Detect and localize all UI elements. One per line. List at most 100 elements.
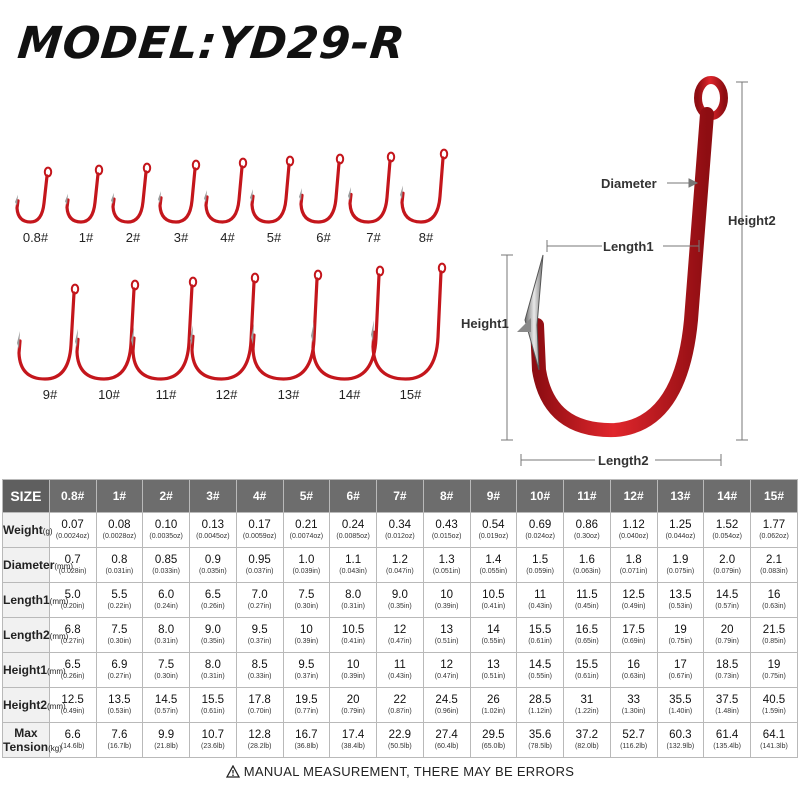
hook-icon	[158, 159, 201, 224]
spec-cell-value: 21.5	[762, 624, 786, 636]
spec-cell-value: 19	[767, 659, 781, 671]
spec-cell-imperial: (0.071in)	[619, 568, 648, 575]
spec-cell-imperial: (0.30in)	[154, 673, 178, 680]
spec-cell: 1.52(0.054oz)	[703, 512, 751, 548]
spec-cell: 16(0.63in)	[750, 582, 798, 618]
spec-cell-value: 0.17	[248, 519, 271, 531]
hook-size-label: 9#	[42, 387, 58, 402]
spec-cell-imperial: (0.037in)	[245, 568, 274, 575]
spec-cell-imperial: (0.57in)	[715, 603, 739, 610]
spec-cell-imperial: (0.70in)	[247, 708, 272, 715]
spec-cell: 14.5(0.57in)	[142, 687, 190, 723]
spec-cell: 1.1(0.043in)	[329, 547, 377, 583]
hook-icon	[65, 164, 104, 224]
spec-cell-imperial: (0.047in)	[386, 568, 414, 575]
spec-cell: 10(0.39in)	[329, 652, 377, 688]
size-column-header: 5#	[282, 479, 331, 513]
hook-diagram-graphic	[501, 76, 748, 466]
spec-cell-imperial: (1.48in)	[715, 708, 739, 715]
hook-size-label: 8#	[418, 229, 434, 245]
spec-cell: 7.0(0.27in)	[235, 582, 284, 618]
size-column-header: 3#	[189, 479, 237, 513]
hook-icon	[75, 279, 140, 381]
hook-size-label: 11#	[155, 387, 177, 402]
spec-cell-value: 37.5	[715, 694, 739, 706]
spec-cell-imperial: (0.61in)	[201, 708, 225, 715]
spec-cell-value: 10	[440, 589, 454, 601]
spec-cell-imperial: (0.30oz)	[574, 533, 600, 540]
spec-cell: 60.3(132.9lb)	[656, 722, 705, 758]
spec-cell: 14(0.55in)	[469, 617, 518, 653]
hook-icon	[400, 148, 449, 224]
height1-label: Height1	[461, 316, 509, 331]
spec-cell-imperial: (0.67in)	[668, 673, 693, 680]
spec-cell: 31(1.22in)	[563, 687, 611, 723]
spec-cell-imperial: (0.47in)	[434, 673, 459, 680]
spec-row: Height2(mm)12.5(0.49in)13.5(0.53in)14.5(…	[2, 687, 798, 723]
size-column-header: 1#	[95, 479, 144, 513]
spec-cell-value: 33	[627, 694, 641, 706]
spec-cell-value: 8.0	[204, 659, 221, 671]
spec-cell-value: 17.4	[341, 729, 365, 741]
spec-cell-imperial: (23.6lb)	[201, 743, 225, 750]
spec-cell-imperial: (0.059in)	[526, 568, 554, 575]
spec-cell: 24.5(0.96in)	[422, 687, 471, 723]
spec-cell-imperial: (0.012oz)	[385, 533, 415, 540]
hook-dimension-diagram: Diameter Length1 Height1 Height2 Length2	[455, 70, 800, 480]
spec-cell: 9.9(21.8lb)	[142, 722, 190, 758]
hook-size-label: 2#	[125, 229, 141, 245]
spec-cell-value: 9.0	[204, 624, 221, 636]
spec-cell: 0.86(0.30oz)	[563, 512, 611, 548]
spec-cell-imperial: (0.0035oz)	[149, 533, 183, 540]
spec-cell-imperial: (0.062oz)	[759, 533, 789, 540]
spec-cell: 17.8(0.70in)	[235, 687, 284, 723]
hook-thumbnail: 4#	[201, 157, 254, 245]
spec-cell-value: 26	[486, 694, 500, 706]
spec-cell: 6.0(0.24in)	[142, 582, 190, 618]
spec-cell-imperial: (0.26in)	[60, 673, 85, 680]
size-column-header: 7#	[376, 479, 424, 513]
spec-cell-value: 7.0	[251, 589, 268, 601]
spec-cell-value: 1.25	[669, 519, 692, 531]
hook-size-label: 13#	[277, 387, 300, 402]
spec-cell: 52.7(116.2lb)	[609, 722, 658, 758]
spec-cell-value: 22.9	[388, 729, 412, 741]
spec-cell: 2.1(0.083in)	[750, 547, 798, 583]
spec-cell: 1.12(0.040oz)	[609, 512, 658, 548]
spec-cell-value: 64.1	[762, 729, 786, 741]
spec-cell-value: 1.3	[438, 554, 455, 566]
size-column-header: 15#	[750, 479, 798, 513]
spec-cell: 22(0.87in)	[376, 687, 424, 723]
spec-cell-value: 1.6	[578, 554, 595, 566]
spec-label-text: Length2	[3, 628, 50, 642]
hook-body	[530, 107, 714, 438]
spec-cell-imperial: (0.45in)	[575, 603, 599, 610]
spec-cell-value: 0.7	[64, 554, 81, 566]
spec-cell-imperial: (38.4lb)	[341, 743, 365, 750]
spec-cell-value: 5.0	[64, 589, 81, 601]
hook-size-gallery: 0.8#1#2#3#4#5#6#7#8#9#10#11#12#13#14#15#	[0, 0, 460, 410]
spec-cell-imperial: (1.22in)	[575, 708, 599, 715]
spec-cell: 0.34(0.012oz)	[376, 512, 424, 548]
spec-row: Height1(mm)6.5(0.26in)6.9(0.27in)7.5(0.3…	[2, 652, 798, 688]
spec-cell-value: 6.6	[64, 729, 81, 741]
spec-cell: 64.1 (141.3lb)	[750, 722, 798, 758]
spec-cell-imperial: (141.3lb)	[760, 743, 788, 750]
spec-cell-imperial: (0.39in)	[294, 638, 319, 645]
spec-cell: 10(0.39in)	[422, 582, 471, 618]
spec-cell: 6.5(0.26in)	[48, 652, 97, 688]
spec-cell: 16.7(36.8lb)	[282, 722, 331, 758]
hook-icon	[17, 283, 80, 381]
spec-cell-imperial: (0.75in)	[762, 673, 786, 680]
spec-cell-imperial: (0.039in)	[292, 568, 321, 575]
hook-icon	[190, 272, 260, 381]
size-column-header: 2#	[142, 479, 190, 513]
spec-cell: 21.5(0.85in)	[750, 617, 798, 653]
hook-thumbnail: 12#	[187, 272, 266, 402]
spec-cell: 11(0.43in)	[376, 652, 424, 688]
spec-cell-imperial: (0.33in)	[247, 673, 272, 680]
spec-row-label: Height2(mm)	[2, 687, 66, 723]
size-column-header: 14#	[703, 479, 751, 513]
hook-point	[524, 254, 544, 371]
spec-cell-imperial: (1.40in)	[668, 708, 693, 715]
